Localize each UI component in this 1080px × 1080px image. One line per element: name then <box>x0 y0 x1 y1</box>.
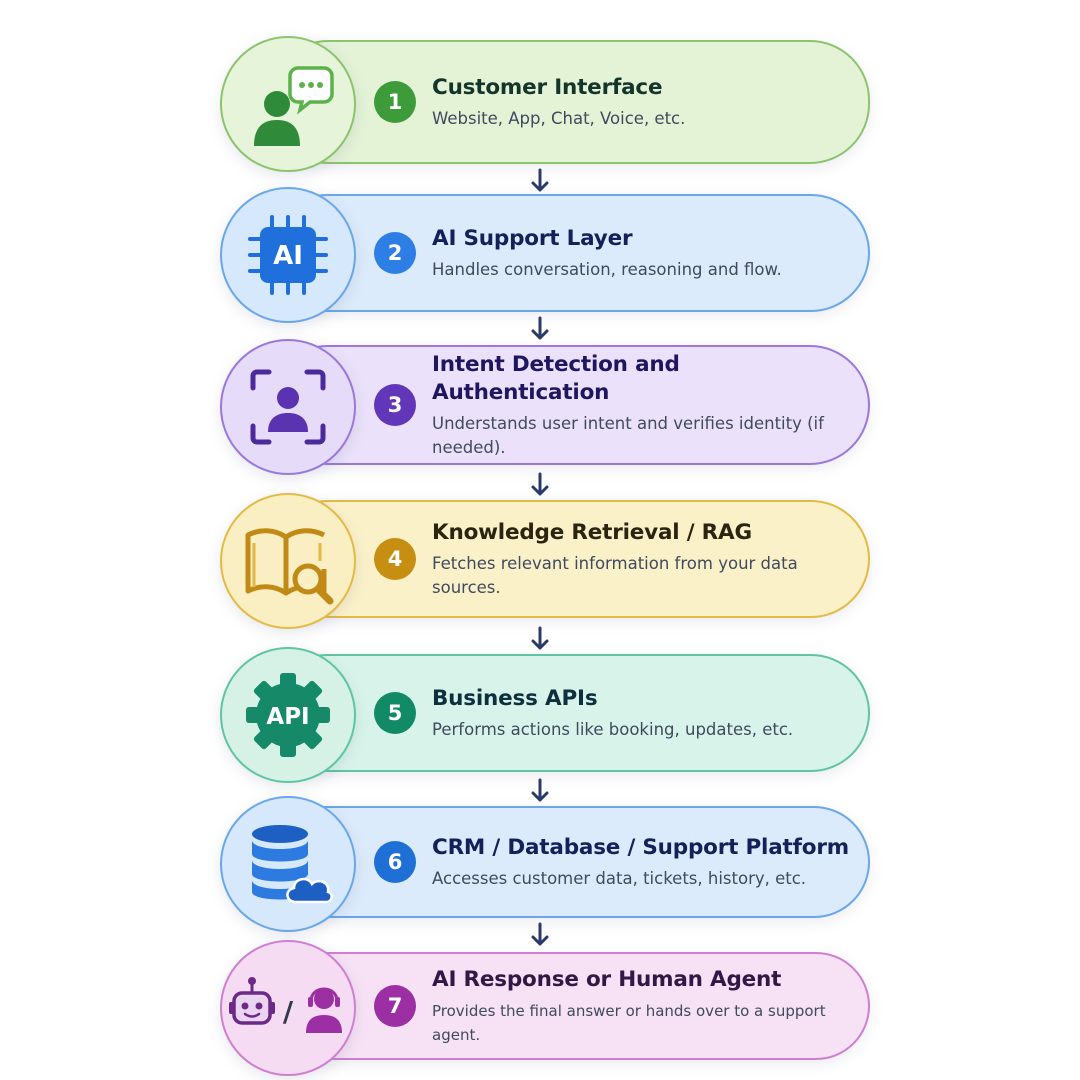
step-icon-circle <box>220 796 356 932</box>
step-title: AI Response or Human Agent <box>432 966 782 992</box>
step-description: Handles conversation, reasoning and flow… <box>432 259 782 279</box>
step-icon-circle <box>220 36 356 172</box>
step-description: Understands user intent and verifies ide… <box>432 413 824 457</box>
step-title: CRM / Database / Support Platform <box>432 834 849 860</box>
down-arrow-icon <box>531 626 549 650</box>
api-gear-icon: API <box>246 673 330 757</box>
step-card <box>268 654 870 772</box>
step-description: Provides the final answer or hands over … <box>432 1001 826 1044</box>
step-title: Knowledge Retrieval / RAG <box>432 519 752 545</box>
step-number-badge: 5 <box>374 692 416 734</box>
ai-chip-label: AI <box>273 241 303 271</box>
step-title: Intent Detection and Authentication <box>432 351 680 405</box>
step-title: AI Support Layer <box>432 225 633 251</box>
step-description: Performs actions like booking, updates, … <box>432 719 794 739</box>
step-4: 4 Knowledge Retrieval / RAG Fetches rele… <box>220 493 870 629</box>
step-card <box>268 806 870 918</box>
step-number-badge: 7 <box>374 985 416 1027</box>
face-scan-icon <box>250 369 326 445</box>
step-number-badge: 1 <box>374 81 416 123</box>
step-title: Business APIs <box>432 685 598 711</box>
customer-chat-icon <box>254 66 334 146</box>
step-2: AI 2 AI Support Layer Handles conversati… <box>220 187 870 323</box>
step-6: 6 CRM / Database / Support Platform Acce… <box>220 796 870 932</box>
step-number-badge: 6 <box>374 841 416 883</box>
down-arrow-icon <box>531 316 549 340</box>
step-icon-circle <box>220 339 356 475</box>
robot-or-agent-icon: / <box>229 977 342 1033</box>
step-description: Website, App, Chat, Voice, etc. <box>432 108 686 128</box>
step-card <box>268 40 870 164</box>
step-card <box>268 952 870 1060</box>
step-7: / 7 AI Response or Human Agent Provides … <box>220 940 870 1076</box>
down-arrow-icon <box>531 778 549 802</box>
step-1: 1 Customer Interface Website, App, Chat,… <box>220 36 870 172</box>
down-arrow-icon <box>531 168 549 192</box>
step-description: Accesses customer data, tickets, history… <box>432 868 807 888</box>
down-arrow-icon <box>531 922 549 946</box>
step-number-badge: 2 <box>374 232 416 274</box>
database-cloud-icon <box>252 825 333 904</box>
icon-slash: / <box>283 995 294 1028</box>
step-icon-circle: API <box>220 647 356 783</box>
step-card <box>268 194 870 312</box>
step-description: Fetches relevant information from your d… <box>432 553 798 597</box>
book-search-icon <box>245 528 334 605</box>
step-card <box>268 500 870 618</box>
ai-chip-icon: AI <box>248 215 328 295</box>
step-title: Customer Interface <box>432 74 663 100</box>
step-number-badge: 3 <box>374 384 416 426</box>
step-3: 3 Intent Detection and Authentication Un… <box>220 339 870 475</box>
step-icon-circle: / <box>220 940 356 1076</box>
step-5: API 5 Business APIs Performs actions lik… <box>220 647 870 783</box>
step-icon-circle: AI <box>220 187 356 323</box>
down-arrow-icon <box>531 472 549 496</box>
step-number-badge: 4 <box>374 538 416 580</box>
step-icon-circle <box>220 493 356 629</box>
api-gear-label: API <box>266 704 309 730</box>
step-card <box>268 345 870 465</box>
